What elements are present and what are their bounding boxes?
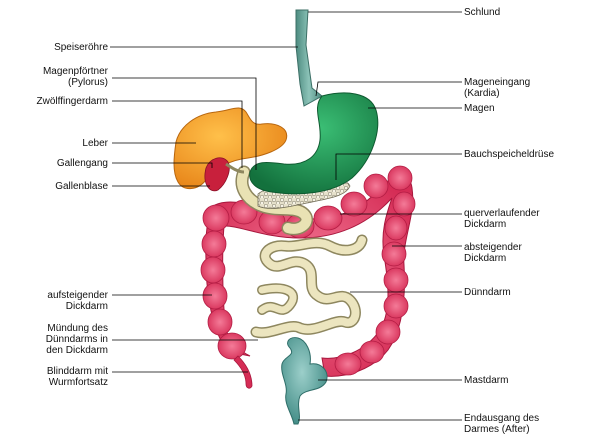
label-zwoelffingerdarm: Zwölffingerdarm xyxy=(36,96,108,107)
label-duenndarm: Dünndarm xyxy=(464,287,511,298)
label-magen: Magen xyxy=(464,103,495,114)
label-mastdarm: Mastdarm xyxy=(464,375,509,386)
label-leber: Leber xyxy=(82,138,108,149)
leader-lines xyxy=(110,11,462,421)
label-gallengang: Gallengang xyxy=(56,158,108,169)
label-bauchspeicheldruese: Bauchspeicheldrüse xyxy=(464,149,555,160)
label-aufsteigender-dickdarm: aufsteigender Dickdarm xyxy=(47,290,108,312)
duodenum xyxy=(235,165,313,236)
small-intestine xyxy=(250,234,368,339)
label-gallenblase: Gallenblase xyxy=(55,181,108,192)
liver xyxy=(173,107,288,189)
label-muendung: Mündung des Dünndarms in den Dickdarm xyxy=(45,323,108,356)
label-blinddarm: Blinddarm mit Wurmfortsatz xyxy=(46,366,108,388)
label-speiseroehre: Speiseröhre xyxy=(54,42,108,53)
label-absteigender-dickdarm: absteigender Dickdarm xyxy=(464,242,522,264)
label-mageneingang: Mageneingang (Kardia) xyxy=(464,77,531,99)
label-endausgang: Endausgang des Darmes (After) xyxy=(464,413,540,435)
gallbladder xyxy=(204,157,245,192)
rectum xyxy=(281,337,328,425)
label-querverlaufender-dickdarm: querverlaufender Dickdarm xyxy=(464,208,540,230)
esophagus xyxy=(295,9,323,107)
stomach xyxy=(249,92,379,195)
label-schlund: Schlund xyxy=(464,7,501,18)
label-magenpfoertner: Magenpförtner (Pylorus) xyxy=(42,66,108,88)
